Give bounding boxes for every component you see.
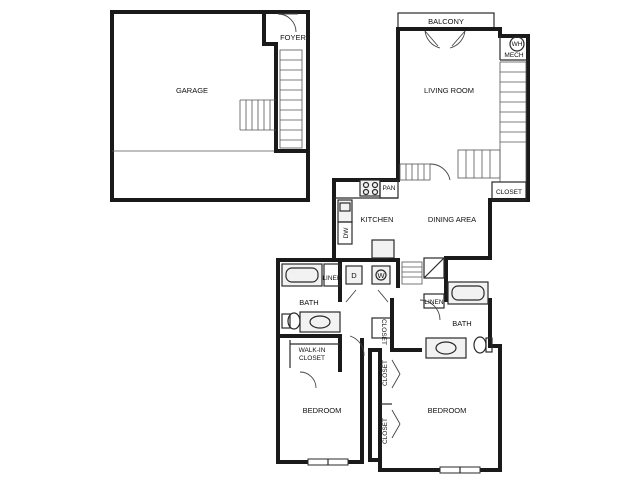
pantry-label: PAN	[383, 185, 396, 192]
balcony-label: BALCONY	[428, 17, 464, 26]
bath-right-label: BATH	[452, 319, 471, 328]
dryer-label: D	[351, 271, 357, 280]
garage-area	[110, 10, 310, 202]
closet-bedroom-right-lower-label: CLOSET	[382, 418, 389, 444]
bedroom-left-label: BEDROOM	[303, 406, 342, 415]
closet-living-label: CLOSET	[496, 189, 522, 196]
bedroom-right-label: BEDROOM	[428, 406, 467, 415]
bath-left-label: BATH	[299, 298, 318, 307]
dishwasher-label: DW	[343, 227, 350, 239]
kitchen-area	[332, 178, 492, 262]
dining-area-label: DINING AREA	[428, 215, 476, 224]
mech-label: MECH	[504, 52, 523, 59]
closet-bedroom-right-upper-label: CLOSET	[382, 360, 389, 386]
washer-label: W	[377, 271, 385, 280]
foyer-label: FOYER	[280, 33, 306, 42]
walk-in-closet-label-1: WALK-IN	[299, 347, 326, 354]
right-wing	[378, 281, 502, 474]
living-room-label: LIVING ROOM	[424, 86, 474, 95]
left-wing	[276, 258, 365, 466]
living-area	[332, 12, 530, 202]
walk-in-closet-label-2: CLOSET	[299, 355, 325, 362]
closet-hall-label: CLOSET	[380, 319, 387, 345]
linen-left-label: LINEN	[322, 275, 341, 282]
wh-label: WH	[512, 41, 523, 48]
garage-label: GARAGE	[176, 86, 208, 95]
kitchen-label: KITCHEN	[361, 215, 394, 224]
linen-right-label: LINEN	[424, 299, 443, 306]
